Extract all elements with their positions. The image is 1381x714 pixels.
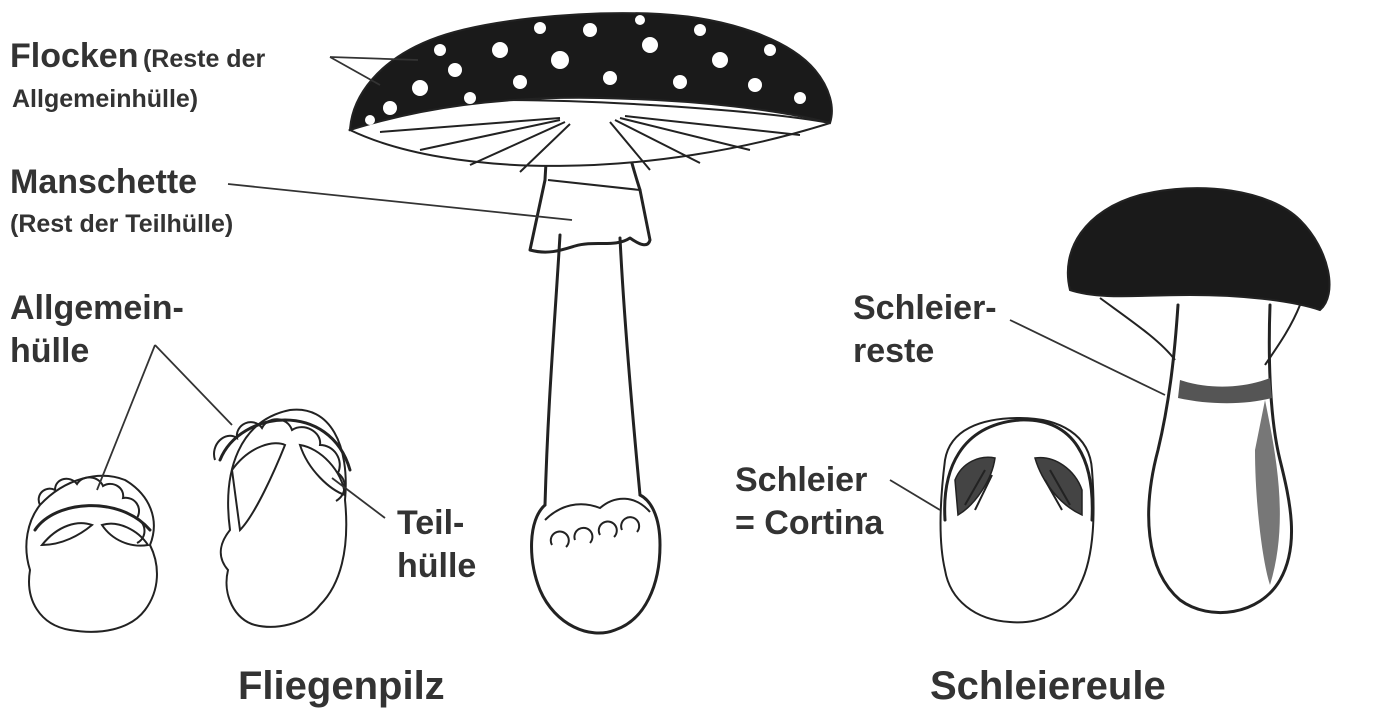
flocken-note-line2: Allgemeinhülle) xyxy=(12,86,198,114)
flocken-note-line1: (Reste der xyxy=(143,45,265,73)
schleier-label-line2: = Cortina xyxy=(735,505,883,542)
fliegenpilz-young-large-drawing xyxy=(214,410,350,627)
allgemeinhuelle-label-line1: Allgemein- xyxy=(10,290,184,327)
allgemeinhuelle-label-line2: hülle xyxy=(10,333,89,370)
caption-schleiereule: Schleiereule xyxy=(930,664,1166,708)
flocken-term: Flocken xyxy=(10,37,138,75)
manschette-note: (Rest der Teilhülle) xyxy=(10,211,233,239)
caption-fliegenpilz: Fliegenpilz xyxy=(238,664,445,708)
schleier-label-line1: Schleier xyxy=(735,462,867,499)
fliegenpilz-young-small-drawing xyxy=(26,476,157,632)
schleiereule-mature-drawing xyxy=(1068,188,1330,612)
manschette-label: Manschette xyxy=(10,164,197,201)
schleierreste-label-line2: reste xyxy=(853,333,934,370)
teilhuelle-label-line1: Teil- xyxy=(397,505,464,542)
teilhuelle-label-line2: hülle xyxy=(397,548,476,585)
flocken-label: Flocken (Reste der xyxy=(10,38,265,75)
schleiereule-young-drawing xyxy=(940,418,1093,622)
schleierreste-label-line1: Schleier- xyxy=(853,290,997,327)
